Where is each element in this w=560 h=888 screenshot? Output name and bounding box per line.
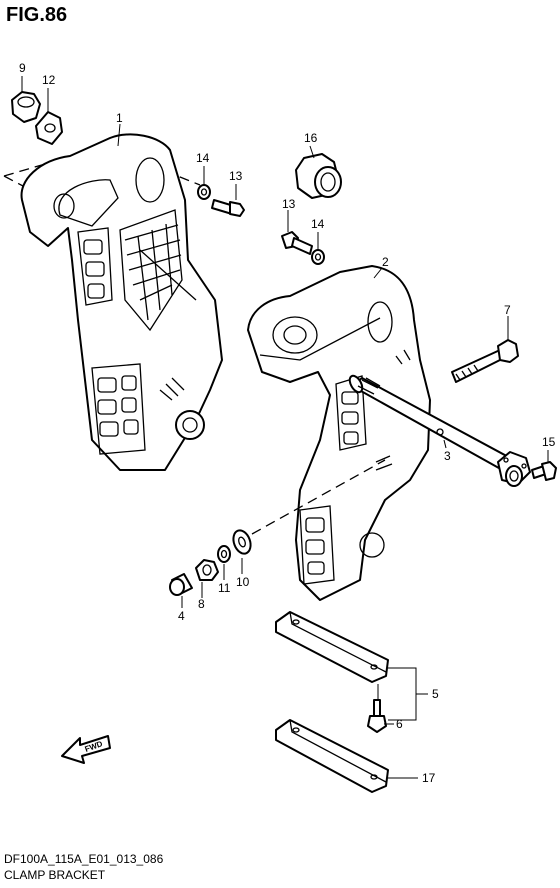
figure-name: CLAMP BRACKET <box>4 868 106 882</box>
part-16-cap <box>295 153 342 199</box>
part-13-bolt <box>211 199 245 217</box>
part-5-plate <box>275 611 389 683</box>
part-9-nut <box>11 91 41 123</box>
callout-4: 4 <box>178 609 185 623</box>
callout-14: 14 <box>311 217 325 231</box>
callout-14: 14 <box>196 151 210 165</box>
callout-7: 7 <box>504 303 511 317</box>
callout-13: 13 <box>282 197 296 211</box>
part-7-bolt <box>451 339 519 383</box>
callout-15: 15 <box>542 435 556 449</box>
part-1-clamp-bracket-left <box>20 133 223 471</box>
part-2-clamp-bracket-right <box>247 265 431 601</box>
callout-12: 12 <box>42 73 56 87</box>
part-4-bushing <box>169 573 193 596</box>
alignment-line <box>251 459 386 535</box>
part-3-tilt-tube <box>348 374 531 487</box>
part-14-washer <box>197 184 211 200</box>
callout-10: 10 <box>236 575 250 589</box>
callout-3: 3 <box>444 449 451 463</box>
callout-17: 17 <box>422 771 436 785</box>
part-15-bolt <box>531 461 557 481</box>
callout-16: 16 <box>304 131 318 145</box>
part-13-bolt <box>281 231 313 255</box>
callout-5: 5 <box>432 687 439 701</box>
figure-code: DF100A_115A_E01_013_086 <box>4 852 164 866</box>
callout-11: 11 <box>218 581 231 595</box>
callout-6: 6 <box>396 717 403 731</box>
callout-13: 13 <box>229 169 243 183</box>
callout-9: 9 <box>19 61 26 75</box>
part-14-washer <box>311 249 325 265</box>
callout-1: 1 <box>116 111 123 125</box>
callout-8: 8 <box>198 597 205 611</box>
part-8-nut <box>195 559 219 581</box>
part-11-washer <box>217 545 231 563</box>
figure-title: FIG.86 <box>6 4 68 26</box>
forward-arrow-icon: FWD <box>61 735 111 764</box>
part-6-screw <box>367 699 387 733</box>
part-12-plate <box>35 111 63 145</box>
part-10-washer <box>232 529 252 555</box>
callout-2: 2 <box>382 255 389 269</box>
part-17-plate <box>275 719 389 793</box>
